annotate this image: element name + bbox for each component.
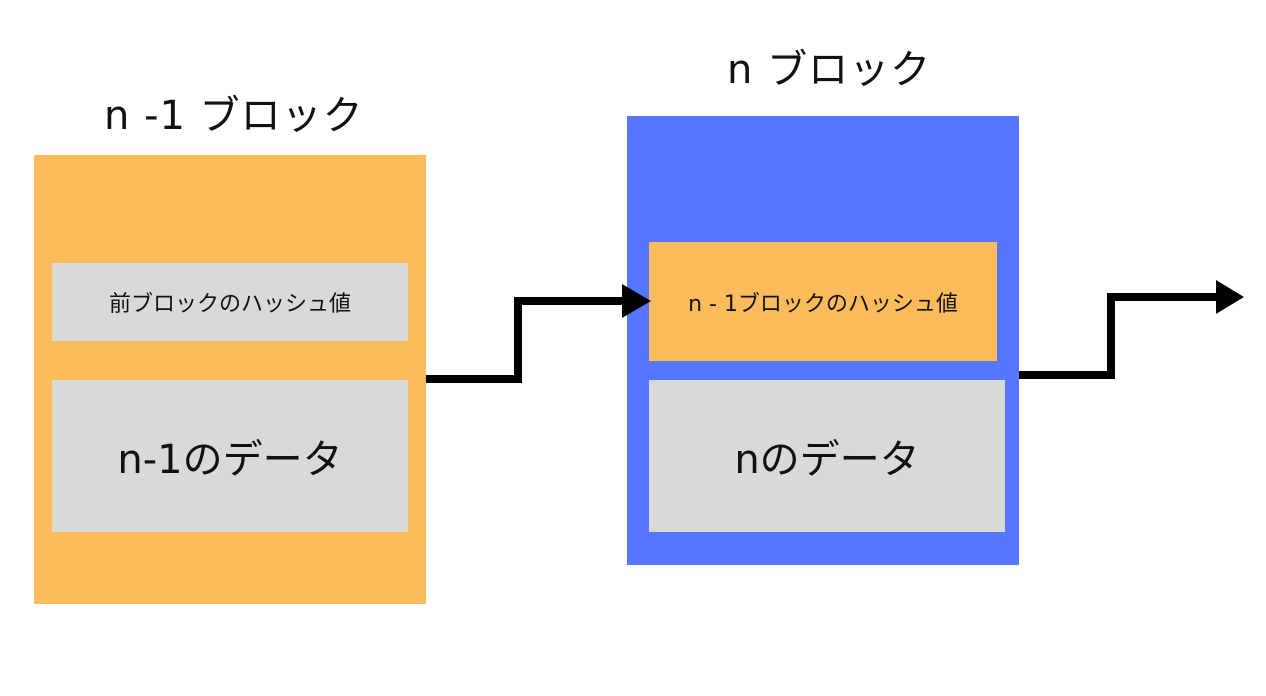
arrowhead-icon — [1216, 280, 1244, 314]
current-block-title: n ブロック — [727, 47, 932, 93]
prev-block-data-cell: n-1のデータ — [52, 380, 408, 532]
prev-block: 前ブロックのハッシュ値 n-1のデータ — [34, 155, 426, 604]
prev-block-hash-cell: 前ブロックのハッシュ値 — [52, 263, 408, 341]
current-block-hash-cell: n - 1ブロックのハッシュ値 — [649, 242, 997, 361]
current-block-data-cell: nのデータ — [649, 380, 1005, 532]
arrowhead-icon — [622, 284, 651, 318]
arrow-current-to-next — [1019, 280, 1244, 379]
prev-block-title: n -1 ブロック — [104, 93, 364, 139]
current-block: n - 1ブロックのハッシュ値 nのデータ — [627, 116, 1019, 565]
arrow-prev-to-current — [426, 284, 651, 383]
